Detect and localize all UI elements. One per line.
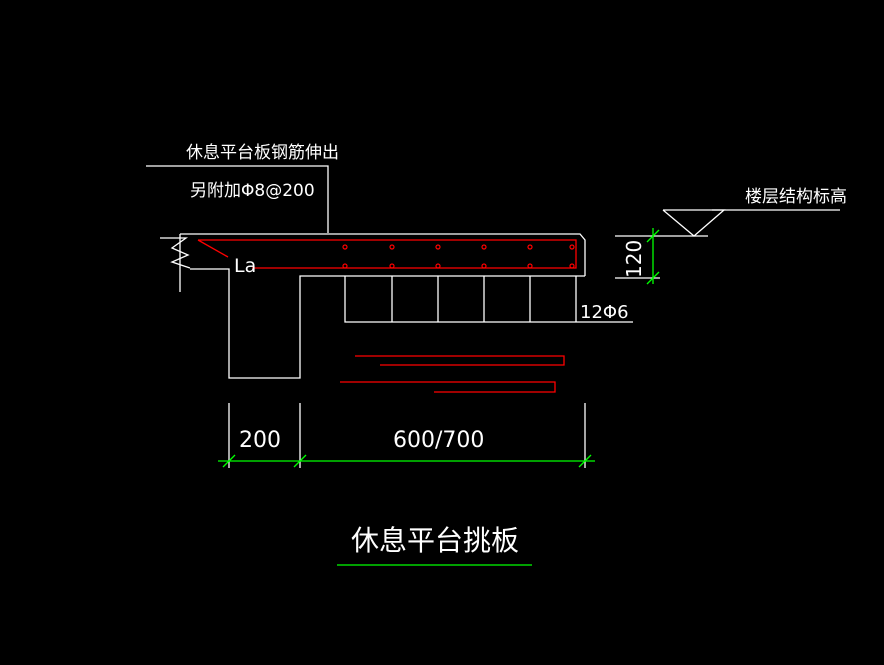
rebar-dot (389, 244, 395, 250)
rebar-dot (389, 263, 395, 269)
rebar-dot (481, 244, 487, 250)
rebar-distribution-bars (342, 244, 575, 269)
rebar-note-line1: 休息平台板钢筋伸出 (186, 143, 339, 163)
rebar-dot (342, 263, 348, 269)
level-marker (615, 209, 840, 279)
slab-outline (160, 233, 586, 379)
stirrup-outline (344, 276, 633, 323)
thickness-dimension (646, 228, 660, 285)
dim-cantilever-label: 600/700 (393, 428, 484, 453)
bar-count-label: 12Φ6 (580, 302, 629, 323)
rebar-dot (435, 244, 441, 250)
rebar-dot (527, 244, 533, 250)
rebar-dot (527, 263, 533, 269)
rebar-note-leader (146, 165, 329, 233)
drawing-title: 休息平台挑板 (351, 524, 519, 557)
floor-level-label: 楼层结构标高 (745, 187, 847, 207)
rebar-dot (569, 244, 575, 250)
rebar-main (197, 239, 577, 269)
slab-thickness-label: 120 (622, 240, 646, 278)
anchorage-label: La (234, 255, 256, 277)
rebar-note-line2: 另附加Φ8@200 (190, 181, 315, 201)
rebar-dot (435, 263, 441, 269)
extension-lines (228, 403, 586, 468)
rebar-dot (481, 263, 487, 269)
rebar-dot (342, 244, 348, 250)
rebar-detail-bars (340, 355, 565, 393)
rebar-dot (569, 263, 575, 269)
span-dimension (218, 454, 595, 468)
dim-support-label: 200 (239, 428, 281, 453)
